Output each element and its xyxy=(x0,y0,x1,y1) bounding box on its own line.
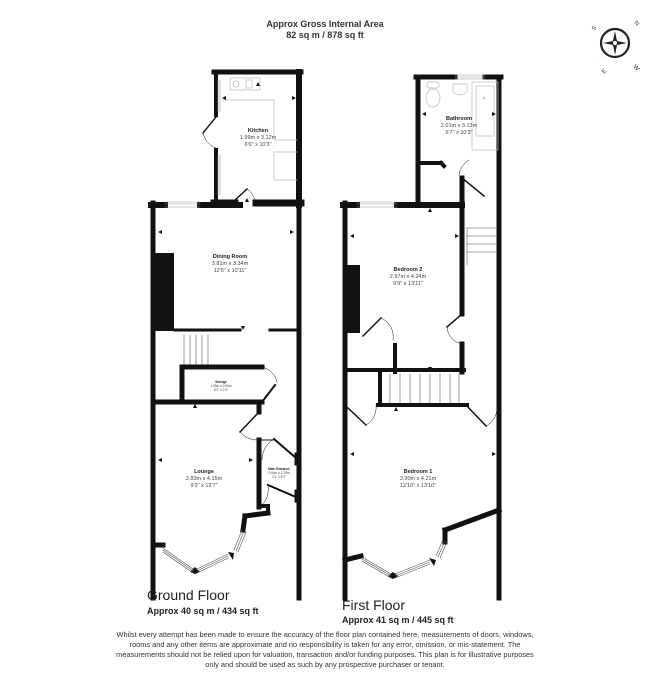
compass-w: W xyxy=(632,64,640,72)
room-metric: 3.81m x 3.34m xyxy=(211,261,249,267)
room-imperial: 9'3" x 13'7" xyxy=(190,483,218,489)
kitchen-units xyxy=(221,77,298,181)
kitchen-window xyxy=(217,79,221,196)
room-imperial: 12'10" x 13'10" xyxy=(399,483,437,489)
ground-floor-area: Approx 40 sq m / 434 sq ft xyxy=(147,606,259,616)
room-metric: 1.99m x 3.12m xyxy=(239,135,277,141)
bathroom-fixtures xyxy=(425,81,499,151)
room-metric: 2.97m x 4.24m xyxy=(389,274,427,280)
bedroom-2-window xyxy=(356,201,398,208)
room-metric: 2.01m x 3.13m xyxy=(440,123,478,129)
room-name: Bedroom 2 xyxy=(393,267,423,273)
bathroom-window xyxy=(454,74,486,80)
main-entrance-walls xyxy=(258,437,300,506)
bedroom-1-bay-window xyxy=(361,539,448,579)
room-metric: 1.55m x 0.54m xyxy=(210,384,232,388)
chimney-breast xyxy=(151,253,174,331)
first-floor-plan xyxy=(340,74,504,601)
ground-floor-plan xyxy=(148,69,305,601)
room-name: Bathroom xyxy=(446,116,472,122)
room-metric: 3.90m x 4.21m xyxy=(399,476,437,482)
room-name: Kitchen xyxy=(247,128,269,134)
disclaimer-text: Whilst every attempt has been made to en… xyxy=(116,630,534,669)
room-label-bathroom: Bathroom 2.01m x 3.13m 6'7" x 10'3" xyxy=(441,116,477,137)
room-name: Bedroom 1 xyxy=(403,469,433,475)
room-name: Lounge xyxy=(194,469,214,475)
room-imperial: 2'1" x 4'3" xyxy=(272,475,286,479)
room-label-bedroom-1: Bedroom 1 3.90m x 4.21m 12'10" x 13'10" xyxy=(400,469,436,490)
room-imperial: 6'6" x 10'3" xyxy=(244,142,272,148)
compass-s: S xyxy=(591,25,598,32)
compass-rose-icon: N S W E xyxy=(591,20,640,74)
room-name: Storage xyxy=(215,380,227,384)
room-imperial: 12'6" x 10'11" xyxy=(213,268,247,274)
landing-stairs xyxy=(466,227,498,266)
first-floor-stairs xyxy=(346,370,498,428)
bedroom-1-walls xyxy=(341,497,503,579)
lounge-walls xyxy=(150,399,271,574)
room-label-kitchen: Kitchen 1.99m x 3.12m 6'6" x 10'3" xyxy=(240,128,276,149)
room-label-lounge: Lounge 2.83m x 4.15m 9'3" x 13'7" xyxy=(186,469,222,490)
gia-title: Approx Gross Internal Area xyxy=(266,19,384,29)
room-name: Main Entrance xyxy=(268,467,290,471)
dining-window xyxy=(164,201,201,208)
kitchen-door xyxy=(202,116,256,202)
room-label-bedroom-2: Bedroom 2 2.97m x 4.24m 9'9" x 13'11" xyxy=(390,267,426,288)
first-floor-title: First Floor xyxy=(342,597,405,613)
compass-e: E xyxy=(601,68,608,74)
dimension-markers xyxy=(158,82,496,462)
storage-walls xyxy=(150,364,278,405)
gia-value: 82 sq m / 878 sq ft xyxy=(286,30,364,40)
room-label-storage: Storage 1.55m x 0.54m 5'1" x 2'0" xyxy=(210,380,231,392)
room-metric: 0.64m x 1.29m xyxy=(268,471,290,475)
room-name: Dining Room xyxy=(212,254,248,260)
room-imperial: 6'7" x 10'3" xyxy=(445,130,473,136)
compass-n: N xyxy=(633,20,640,27)
ground-stairs xyxy=(183,334,209,366)
room-label-main-entrance: Main Entrance 0.64m x 1.29m 2'1" x 4'3" xyxy=(268,467,290,479)
bathroom-walls xyxy=(413,74,504,601)
room-imperial: 9'9" x 13'11" xyxy=(393,281,423,287)
room-imperial: 5'1" x 2'0" xyxy=(214,388,228,392)
bedroom-2-chimney xyxy=(343,265,360,333)
bay-window xyxy=(162,529,247,574)
ground-floor-title: Ground Floor xyxy=(147,587,230,603)
room-label-dining-room: Dining Room 3.81m x 3.34m 12'6" x 10'11" xyxy=(212,254,248,275)
gross-internal-area: Approx Gross Internal Area 82 sq m / 878… xyxy=(0,19,650,41)
room-metric: 2.83m x 4.15m xyxy=(185,476,223,482)
first-floor-area: Approx 41 sq m / 445 sq ft xyxy=(342,615,454,625)
